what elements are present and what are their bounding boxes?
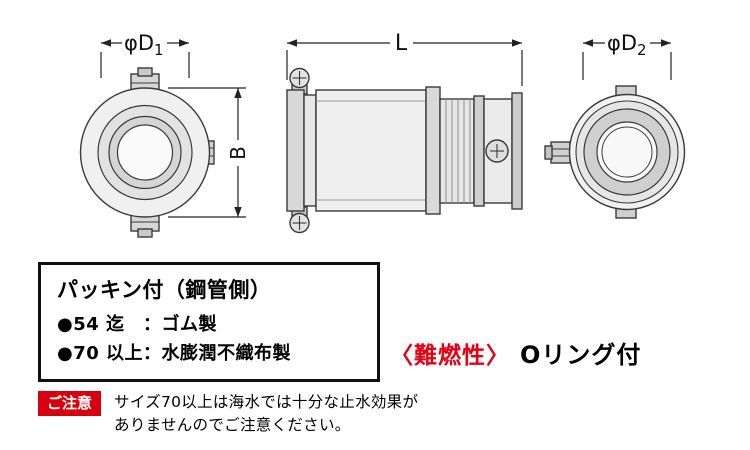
end-view-right [544,85,686,219]
dim-label-d1: φD1 [124,31,164,59]
dimension-l [286,39,523,86]
flame-retardant-label: 〈難燃性〉 [390,343,510,369]
dimension-d1 [100,39,190,78]
notice-row: ご注意 サイズ70以上は海水では十分な止水効果が ありませんのでご注意ください。 [38,391,418,438]
dimension-b [168,87,246,218]
dimension-d2 [582,39,672,80]
spec-item-nonwoven: ●70 以上：水膨潤不織布製 [57,342,292,364]
end-view-left [79,67,215,238]
packing-spec-box: パッキン付（鋼管側） ●54 迄 ：ゴム製 ●70 以上：水膨潤不織布製 [38,262,380,382]
dim-label-d2: φD2 [607,31,647,59]
clamp-screw-right-view [550,141,571,164]
feature-row: 〈難燃性〉 Oリング付 [390,335,641,370]
oring-label: Oリング付 [520,341,642,369]
dim-label-l: L [395,31,408,56]
notice-line-2: ありませんのでご注意ください。 [114,416,351,435]
technical-drawing: φD1 L φD2 B [79,31,686,238]
spec-item-rubber: ●54 迄 ：ゴム製 [57,314,218,335]
notice-badge: ご注意 [38,391,102,416]
notice-text: サイズ70以上は海水では十分な止水効果が ありませんのでご注意ください。 [114,391,418,438]
notice-line-1: サイズ70以上は海水では十分な止水効果が [114,393,419,411]
side-view [286,67,523,234]
dim-label-b: B [226,146,250,160]
spec-box-title: パッキン付（鋼管側） [57,278,272,302]
